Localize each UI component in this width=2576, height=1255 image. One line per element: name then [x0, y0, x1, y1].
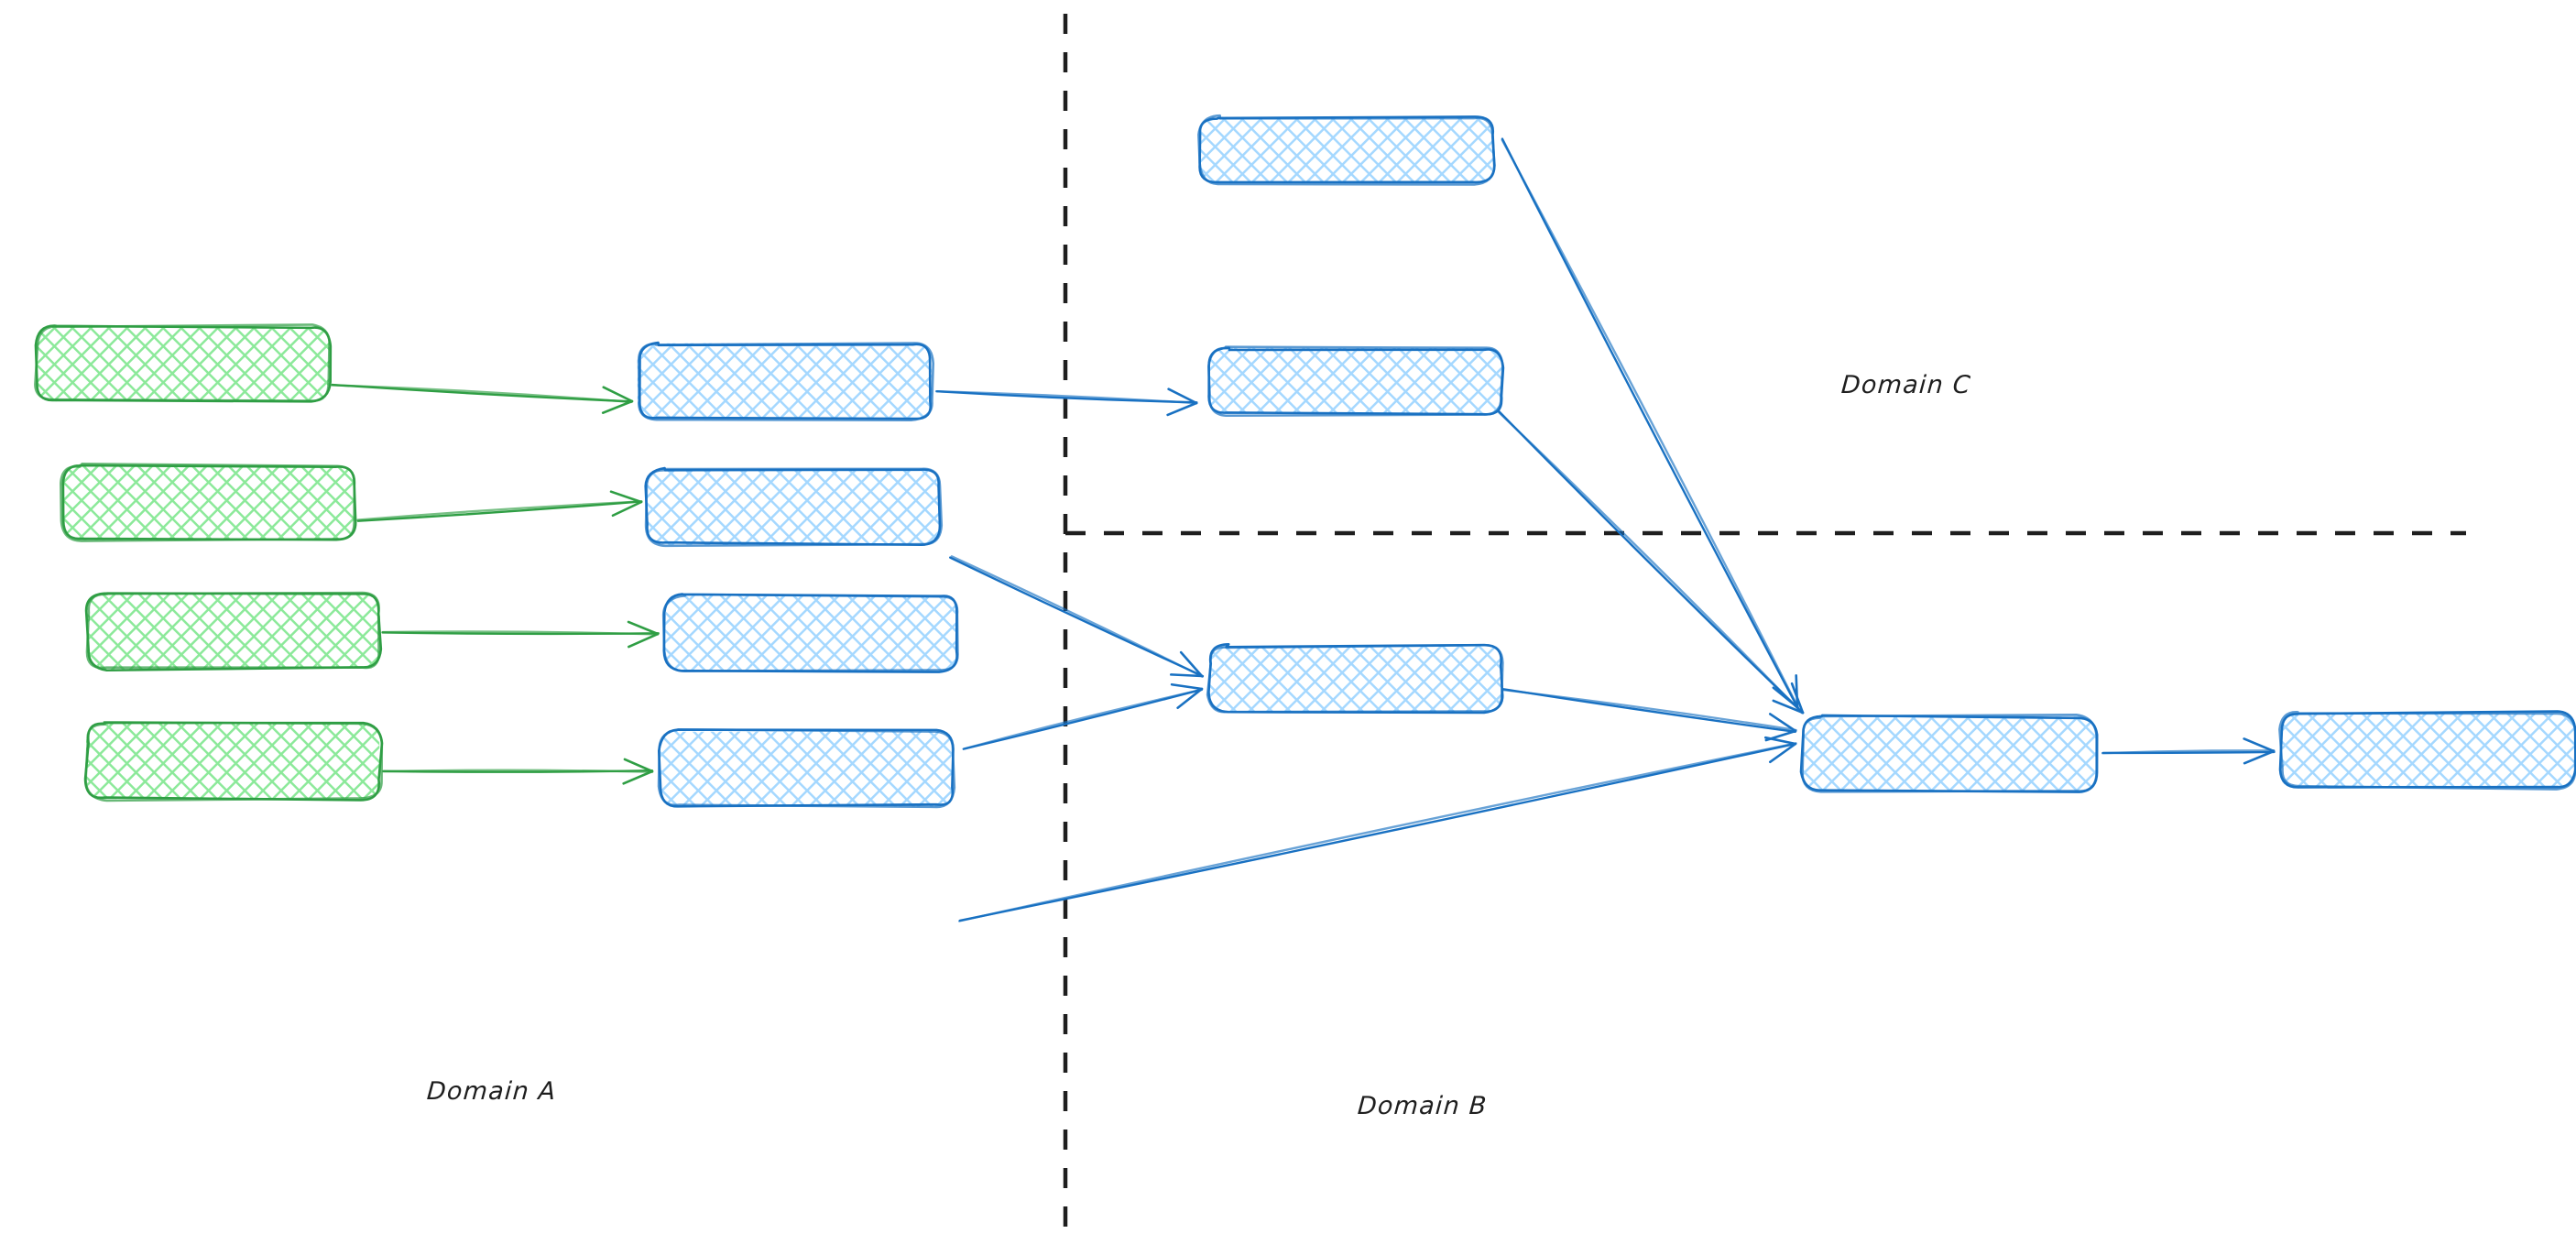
node-b1[interactable] [637, 341, 935, 421]
node-b2[interactable] [644, 466, 944, 548]
node-layer [34, 114, 2576, 809]
edge-e-c2-d1 [1494, 409, 1805, 715]
edge-e-c1-d1 [1501, 137, 1800, 709]
edge-e-b4-d1 [958, 736, 1797, 922]
edge-e-b2-c3 [949, 555, 1205, 678]
node-c2[interactable] [1207, 345, 1505, 418]
edge-e-a2-b2 [356, 490, 643, 522]
edge-e-b1-c2 [934, 387, 1198, 417]
edge-e-c3-d1 [1501, 687, 1797, 742]
divider-layer [1063, 14, 2466, 1242]
node-a2[interactable] [60, 463, 357, 542]
node-d1[interactable] [1799, 714, 2099, 793]
edge-e-b3-c3 [962, 682, 1204, 750]
label-domain-b: Domain B [1356, 1092, 1489, 1120]
node-d2[interactable] [2278, 710, 2576, 791]
edge-e-a3-b3 [381, 620, 660, 649]
node-a4[interactable] [83, 721, 384, 802]
node-b4[interactable] [657, 727, 956, 809]
edge-e-a1-b1 [331, 383, 634, 414]
edge-e-d1-d2 [2101, 737, 2276, 765]
edge-e-a4-b4 [381, 758, 654, 785]
node-a3[interactable] [84, 591, 383, 672]
node-a1[interactable] [34, 323, 333, 403]
label-domain-c: Domain C [1839, 371, 1972, 399]
node-b3[interactable] [661, 593, 959, 673]
edge-layer [331, 137, 2276, 922]
node-c3[interactable] [1206, 643, 1504, 715]
node-c1[interactable] [1197, 114, 1496, 186]
label-domain-a: Domain A [425, 1077, 558, 1106]
